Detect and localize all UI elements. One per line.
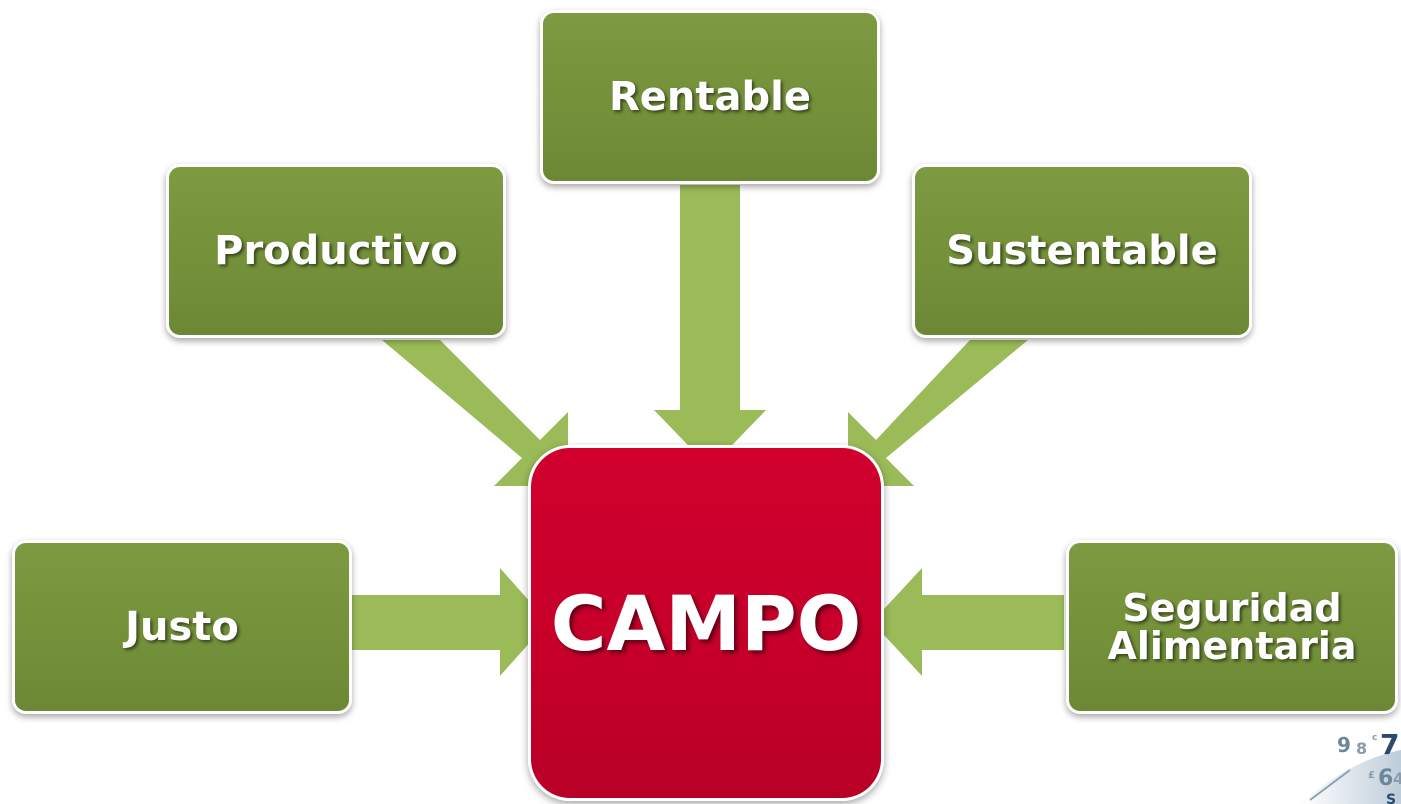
node-rentable-label: Rentable xyxy=(609,74,811,120)
node-justo: Justo xyxy=(12,540,352,714)
node-productivo: Productivo xyxy=(166,164,506,338)
arrow-justo-to-campo xyxy=(348,568,548,676)
node-sustentable-label: Sustentable xyxy=(946,228,1218,274)
node-campo-center: CAMPO xyxy=(528,445,884,801)
node-productivo-label: Productivo xyxy=(214,228,458,274)
arrow-seguridad-to-campo xyxy=(872,568,1064,676)
node-justo-label: Justo xyxy=(125,604,239,650)
node-sustentable: Sustentable xyxy=(912,164,1252,338)
node-seguridad-line2: Alimentaria xyxy=(1107,624,1357,668)
node-campo-label: CAMPO xyxy=(550,578,862,668)
node-seguridad-alimentaria: Seguridad Alimentaria xyxy=(1066,540,1398,714)
arrow-sustentable-to-campo xyxy=(848,340,1028,486)
arrow-rentable-to-campo xyxy=(654,185,766,468)
node-seguridad-line1: Seguridad xyxy=(1122,586,1342,630)
arrow-productivo-to-campo xyxy=(382,340,568,486)
node-rentable: Rentable xyxy=(540,10,880,184)
